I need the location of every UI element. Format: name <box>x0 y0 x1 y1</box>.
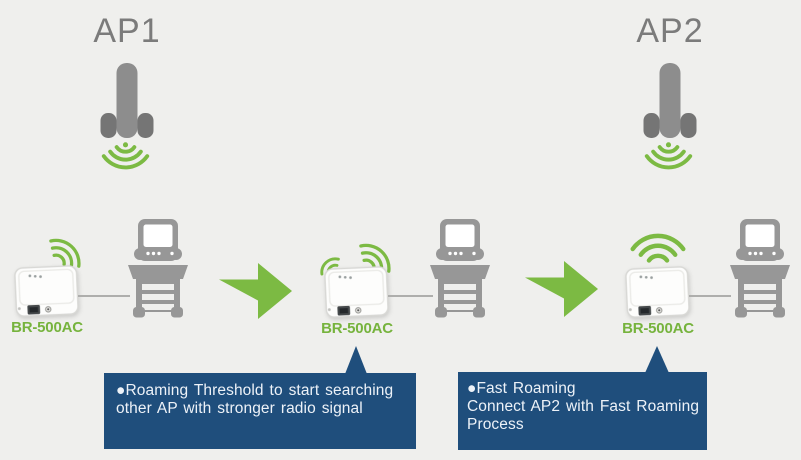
wifi-signal-icon <box>627 216 689 269</box>
arrow-right-icon <box>525 261 598 317</box>
br500ac-device-icon <box>323 265 390 319</box>
callout-pointer <box>345 346 367 374</box>
medical-cart-icon <box>430 219 490 318</box>
callout-pointer <box>645 346 669 373</box>
callout-line: ●Roaming Threshold to start searching <box>116 382 394 399</box>
access-point-icon <box>100 63 154 138</box>
callout-line: ●Fast Roaming <box>467 380 576 397</box>
device-label: BR-500AC <box>622 320 694 337</box>
arrow-right-icon <box>219 263 292 319</box>
ap1-title: AP1 <box>93 12 161 50</box>
ethernet-cable-line <box>689 295 731 297</box>
medical-cart-icon <box>128 219 188 318</box>
roaming-threshold-callout: ●Roaming Threshold to start searching ot… <box>104 373 416 449</box>
callout-line: Process <box>467 416 524 433</box>
ap2-title: AP2 <box>636 12 704 50</box>
device-label: BR-500AC <box>11 319 83 336</box>
br500ac-device-icon <box>624 265 691 319</box>
medical-cart-icon <box>730 219 790 318</box>
access-point-icon <box>643 63 697 138</box>
br500ac-device-icon <box>13 264 80 318</box>
wifi-signal-down-icon <box>644 140 693 170</box>
wifi-signal-down-icon <box>101 140 150 170</box>
ethernet-cable-line <box>78 295 130 297</box>
callout-line: Connect AP2 with Fast Roaming <box>467 398 700 415</box>
ethernet-cable-line <box>388 295 433 297</box>
device-label: BR-500AC <box>321 320 393 337</box>
callout-line: other AP with stronger radio signal <box>116 400 363 417</box>
fast-roaming-callout: ●Fast Roaming Connect AP2 with Fast Roam… <box>458 372 707 450</box>
